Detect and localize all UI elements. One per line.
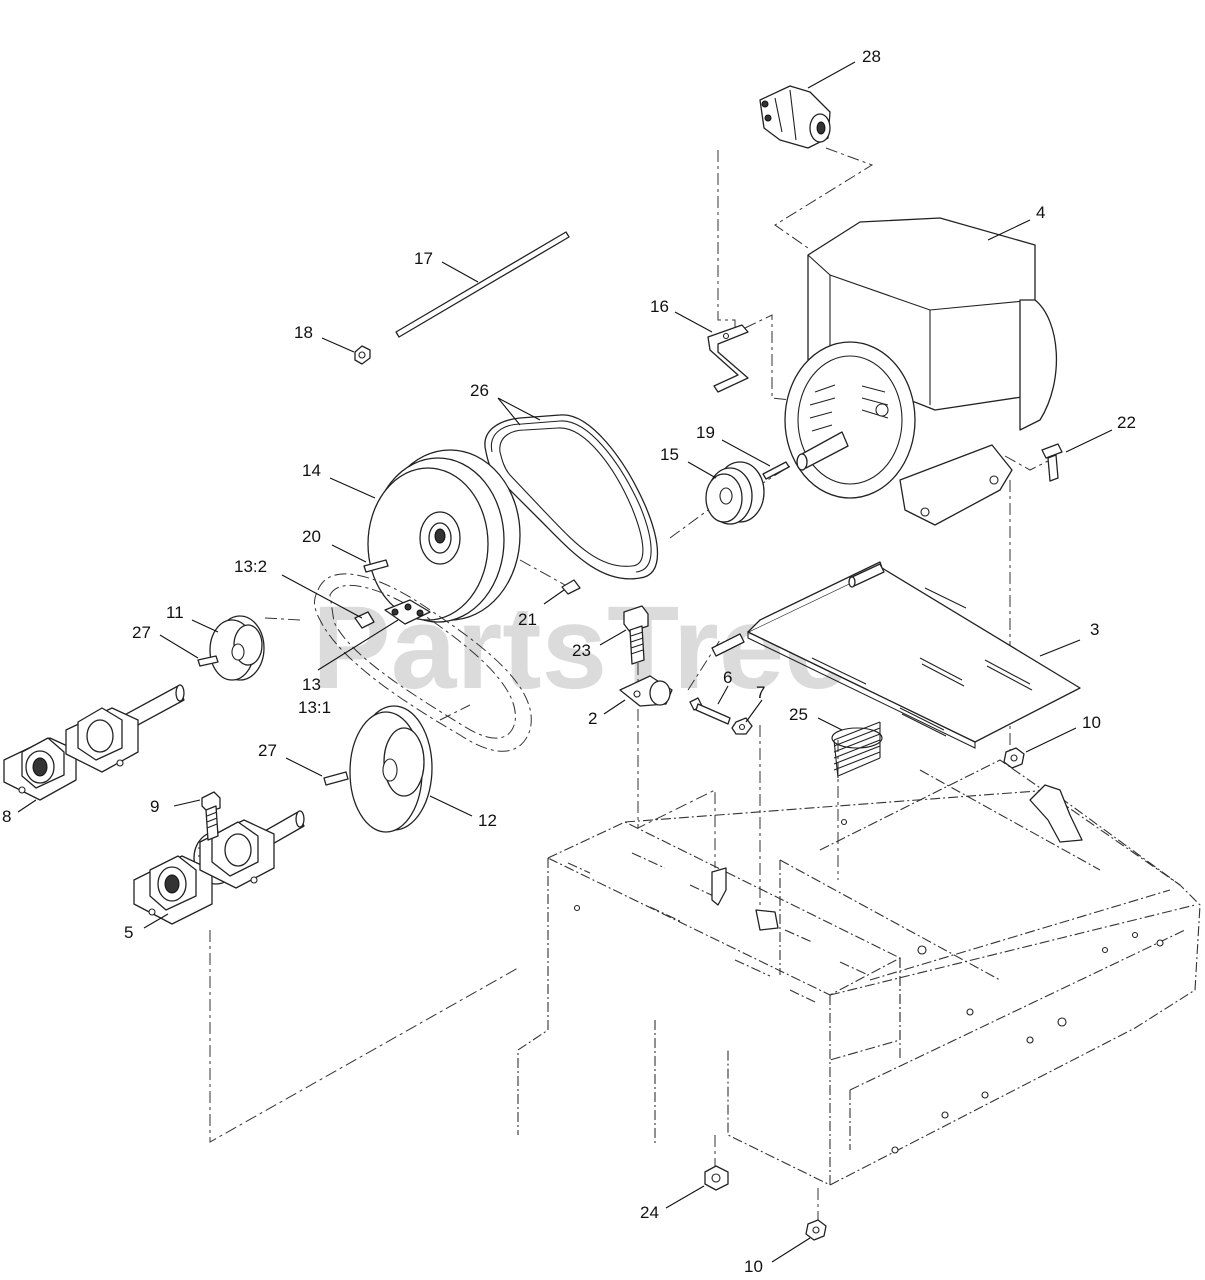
base-frame [517,759,1201,1186]
flange-bolt-22 [1041,443,1063,482]
callout-4: 4 [1036,203,1045,222]
callout-12: 12 [478,811,497,830]
lower-shaft-bearing-assembly [133,810,305,925]
roller-chain [314,573,532,752]
callout-23: 23 [572,641,591,660]
pulley-key [363,559,389,573]
drive-sprocket [209,615,265,681]
callout-10-lower: 10 [744,1257,763,1276]
callout-13: 13 [302,675,321,694]
callout-22: 22 [1117,413,1136,432]
hex-bolt-23 [623,605,649,665]
shaft-key-lower [323,771,349,786]
callout-7: 7 [756,683,765,702]
callout-9: 9 [150,797,159,816]
callout-15: 15 [660,445,679,464]
callout-3: 3 [1090,620,1099,639]
callout-18: 18 [294,323,313,342]
compression-spring [831,721,883,779]
driven-sprocket [349,705,433,833]
hex-bolt-9 [201,791,221,841]
electric-motor [784,217,1057,526]
callout-10-upper: 10 [1082,713,1101,732]
motor-pulley [705,461,765,525]
callout-5: 5 [124,923,133,942]
flange-nut-24 [704,1165,729,1191]
shaft-key-upper [197,655,219,667]
upper-shaft-bearing-assembly [3,684,185,801]
carriage-bolt-6 [689,697,731,725]
v-belt [484,414,659,580]
flange-nut-upper [1003,747,1025,769]
callout-leaders [17,61,1113,1263]
callout-28: 28 [862,47,881,66]
callout-labels: 28 4 17 16 18 26 22 19 15 14 20 13:2 21 … [2,47,1136,1276]
callout-25: 25 [789,705,808,724]
large-double-pulley [367,449,521,623]
bent-bracket [707,324,749,393]
lock-nut-7 [731,717,753,735]
callout-27-upper: 27 [132,623,151,642]
callout-14: 14 [302,461,321,480]
callout-16: 16 [650,297,669,316]
callout-11: 11 [166,603,184,622]
flange-nut-lower [805,1219,827,1241]
threaded-rod [395,231,570,338]
callout-20: 20 [302,527,321,546]
callout-13-2: 13:2 [234,557,267,576]
motor-mount-plate [711,561,1081,749]
callout-19: 19 [696,423,715,442]
callout-17: 17 [414,249,433,268]
callout-21: 21 [518,610,537,629]
callout-6: 6 [723,668,732,687]
hinge-bracket [619,675,673,707]
set-screw [561,579,581,595]
callout-2: 2 [588,709,597,728]
callout-27-lower: 27 [258,741,277,760]
motor-connector [759,85,831,149]
rod-nut [354,345,371,365]
motor-key [762,461,790,480]
callout-26: 26 [470,381,489,400]
callout-24: 24 [640,1203,659,1222]
callout-8: 8 [2,807,11,826]
callout-13-1: 13:1 [298,698,331,717]
